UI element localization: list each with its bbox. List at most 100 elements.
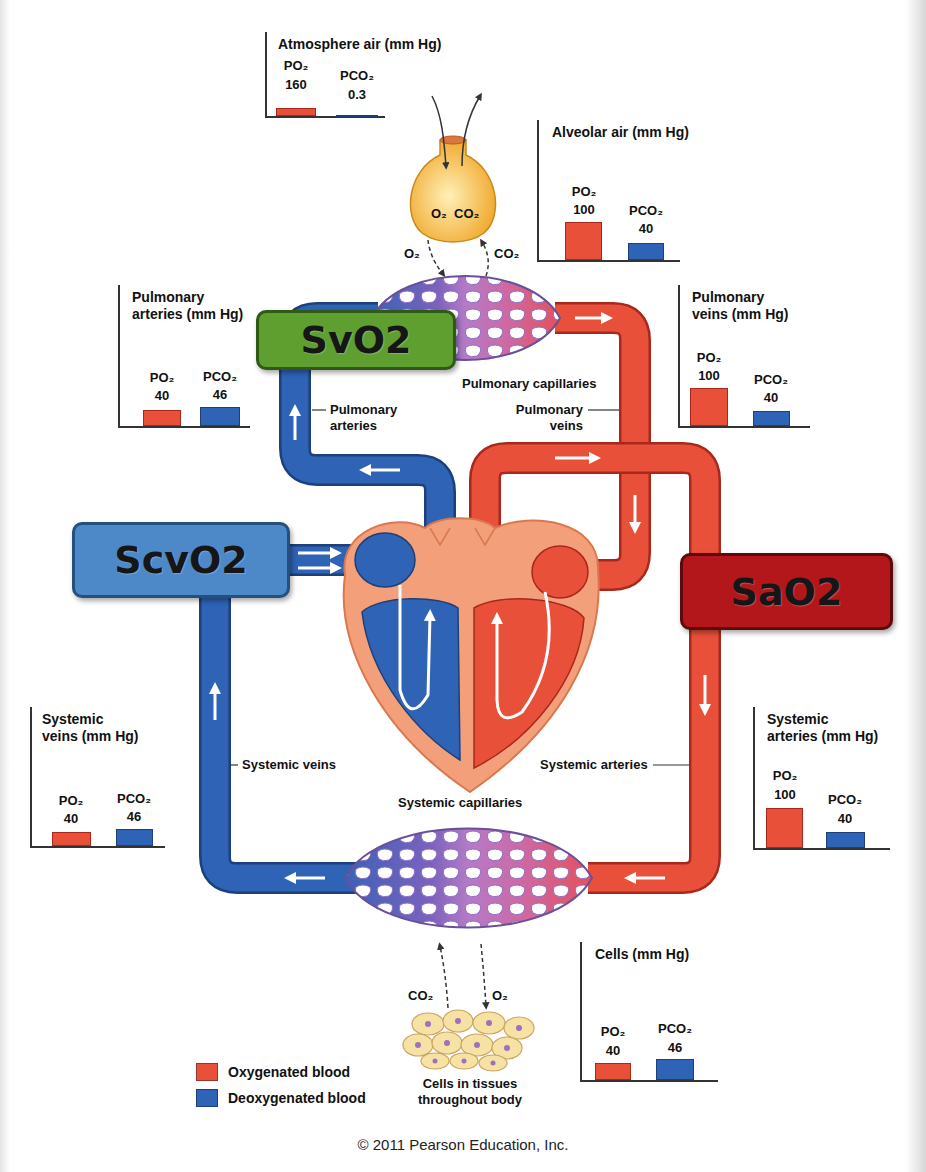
- pressure-value: 40: [155, 388, 169, 404]
- valve: [430, 528, 450, 545]
- pressure-value: 0.3: [348, 87, 366, 103]
- vessel-label: Systemic veins: [242, 757, 336, 773]
- nucleus: [455, 1018, 461, 1024]
- flow-arrow: [400, 585, 430, 709]
- pressure-value: 46: [213, 387, 227, 403]
- pressure-chart: Pulmonary arteries (mm Hg)PO₂40PCO₂46: [118, 285, 250, 428]
- gas-symbol: PCO₂: [117, 791, 151, 807]
- flow-arrow: [497, 592, 549, 718]
- gas-label: O₂: [431, 206, 447, 222]
- pressure-value: 40: [838, 811, 852, 827]
- right-ventricle: [362, 599, 460, 760]
- pressure-bar: [628, 243, 664, 260]
- gas-symbol: PCO₂: [203, 369, 237, 385]
- flow-arrow: [298, 552, 336, 555]
- left-ventricle: [474, 599, 584, 768]
- pressure-bar: [52, 832, 91, 846]
- pressure-chart: Atmosphere air (mm Hg)PO₂160PCO₂0.3: [265, 32, 385, 118]
- pressure-bar: [690, 388, 728, 426]
- pressure-bar: [116, 829, 153, 846]
- gas-symbol: PO₂: [601, 1024, 626, 1040]
- pressure-value: 100: [573, 202, 595, 218]
- systemic-vein-vessel: [215, 560, 362, 878]
- flow-arrow: [630, 877, 665, 880]
- flow-arrow: [214, 688, 217, 720]
- pressure-bar: [753, 411, 790, 426]
- chart-heading: Alveolar air (mm Hg): [552, 124, 689, 141]
- structure-label: Systemic capillaries: [398, 795, 522, 811]
- leader-lines: [231, 410, 689, 765]
- pressure-chart: Systemic arteries (mm Hg)PO₂100PCO₂40: [753, 707, 890, 850]
- pressure-value: 40: [64, 811, 78, 827]
- alveolus-sac: [410, 140, 495, 242]
- pressure-value: 40: [606, 1043, 620, 1059]
- structure-label: Pulmonary capillaries: [462, 376, 596, 392]
- nucleus: [425, 1021, 431, 1027]
- vessel-fill: [215, 560, 362, 878]
- legend-swatch: [196, 1063, 218, 1081]
- legend-label: Oxygenated blood: [228, 1064, 350, 1081]
- flow-arrow: [575, 317, 607, 320]
- vessel-label: Systemic arteries: [540, 757, 648, 773]
- saturation-label: ScvO2: [114, 538, 247, 582]
- nucleus: [486, 1020, 492, 1026]
- pressure-bar: [336, 115, 378, 117]
- gas-symbol: PO₂: [59, 793, 84, 809]
- diffusion-arrow: [482, 242, 488, 276]
- leader-line: [653, 764, 689, 765]
- diffusion-arrow: [440, 946, 448, 1008]
- vessel-label: Pulmonary veins: [503, 402, 583, 434]
- gas-label: CO₂: [494, 246, 519, 262]
- pressure-chart: Systemic veins (mm Hg)PO₂40PCO₂46: [30, 707, 165, 848]
- saturation-label: SaO2: [731, 570, 843, 614]
- leader-line: [231, 764, 238, 765]
- gas-symbol: PCO₂: [629, 203, 663, 219]
- pressure-bar: [595, 1063, 631, 1080]
- alveolus: [410, 96, 495, 276]
- pressure-bar: [826, 832, 865, 848]
- pressure-bar: [565, 222, 602, 260]
- nucleus: [462, 1059, 467, 1064]
- nucleus: [415, 1042, 421, 1048]
- nucleus: [433, 1059, 438, 1064]
- pressure-bar: [276, 108, 316, 116]
- capillary-mesh: [343, 810, 595, 946]
- gas-symbol: PCO₂: [754, 372, 788, 388]
- saturation-box: SaO2: [680, 553, 893, 630]
- cell: [473, 1012, 505, 1034]
- pressure-chart: Alveolar air (mm Hg)PO₂100PCO₂40: [537, 120, 680, 262]
- gas-label: O₂: [492, 988, 508, 1004]
- saturation-box: ScvO2: [72, 522, 290, 598]
- flow-arrow: [294, 410, 297, 440]
- saturation-label: SvO2: [301, 318, 412, 362]
- diffusion-arrow: [428, 240, 443, 274]
- flow-arrow: [634, 495, 637, 528]
- gas-symbol: PO₂: [572, 184, 597, 200]
- tissue-cells: [403, 1010, 534, 1071]
- pressure-bar: [143, 410, 181, 426]
- cell: [504, 1017, 534, 1039]
- air-in-arrow: [432, 96, 446, 166]
- pressure-chart: Cells (mm Hg)PO₂40PCO₂46: [580, 942, 718, 1082]
- valve: [475, 528, 495, 545]
- pressure-value: 46: [127, 809, 141, 825]
- air-out-arrow: [462, 96, 480, 166]
- pressure-value: 160: [285, 77, 307, 93]
- pressure-bar: [766, 808, 803, 848]
- chart-heading: Cells (mm Hg): [595, 946, 689, 963]
- gas-symbol: PCO₂: [340, 68, 374, 84]
- gas-symbol: PO₂: [150, 370, 175, 386]
- chart-heading: Systemic arteries (mm Hg): [767, 711, 881, 745]
- structure-label: Cells in tissues throughout body: [400, 1076, 540, 1108]
- gas-label: CO₂: [408, 988, 433, 1004]
- heart: [344, 518, 599, 792]
- pressure-value: 46: [668, 1040, 682, 1056]
- right-atrium: [355, 533, 415, 587]
- cell: [479, 1055, 507, 1071]
- cell: [403, 1034, 433, 1056]
- pressure-value: 40: [764, 390, 778, 406]
- copyright-caption: © 2011 Pearson Education, Inc.: [0, 1136, 926, 1154]
- nucleus: [516, 1025, 522, 1031]
- flow-arrow: [555, 457, 595, 460]
